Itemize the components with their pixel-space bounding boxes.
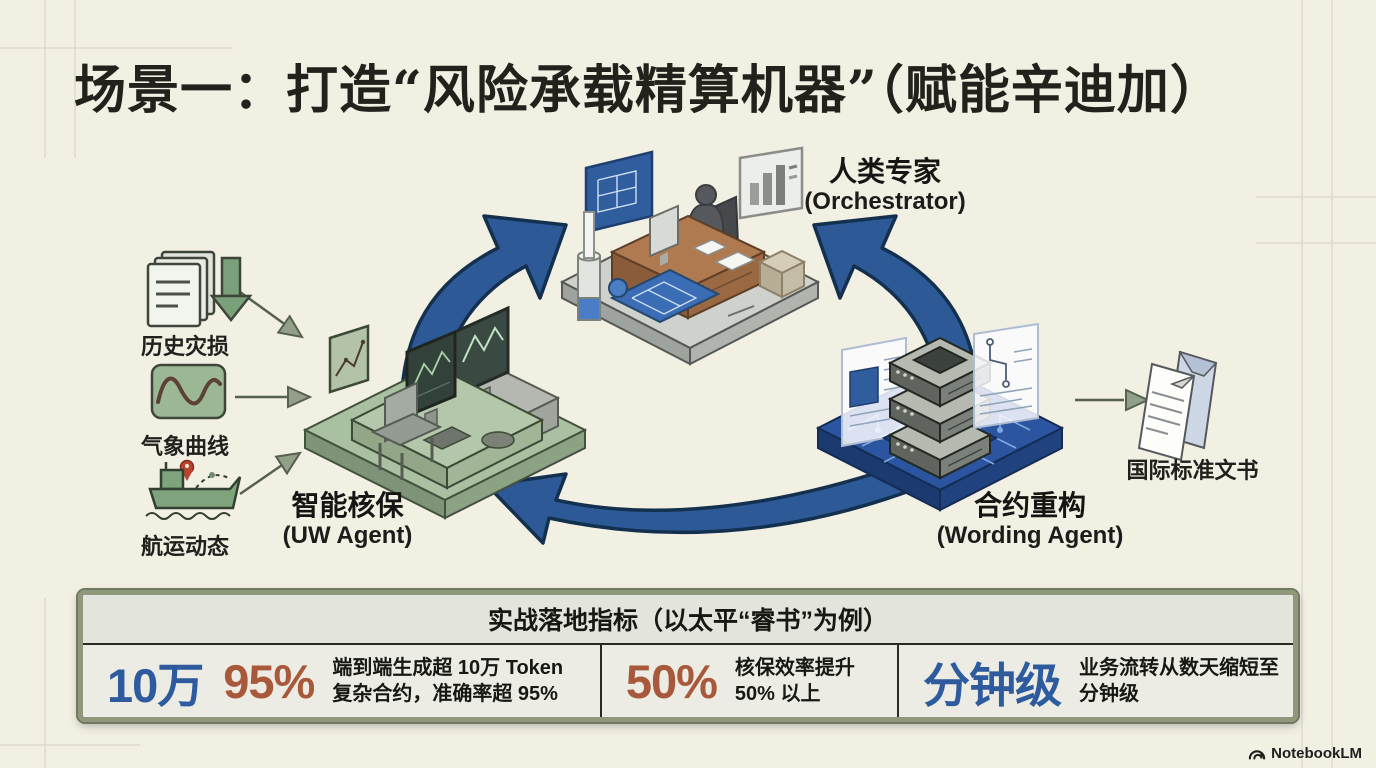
keyboard-icon: [422, 426, 472, 450]
metric-desc-efficiency-line2: 50% 以上: [734, 683, 821, 705]
workflow-panel-icon: [973, 322, 1039, 430]
uw-agent-label-cn: 智能核保: [291, 490, 404, 521]
arrow-wording-to-uw: [485, 462, 914, 545]
metric-value-95pct: 95%: [223, 654, 315, 708]
output-label-standard-documents: 国际标准文书: [1126, 458, 1259, 483]
orchestrator-label-en: (Orchestrator): [804, 188, 966, 216]
paper: [692, 239, 728, 256]
uw-agent-illustration: [302, 305, 588, 520]
orchestrator-illustration: [559, 146, 821, 366]
wording-agent-illustration: [815, 322, 1065, 512]
metric-desc-efficiency-line1: 核保效率提升: [734, 656, 855, 679]
metric-desc-efficiency: 核保效率提升 50% 以上: [735, 655, 855, 708]
paper: [714, 251, 756, 271]
metric-desc-token-line2: 复杂合约，准确率超 95%: [332, 683, 558, 705]
blueprint-scroll-icon: [608, 268, 721, 324]
wording-agent-label: 合约重构 (Wording Agent): [930, 490, 1130, 550]
metric-desc-turnaround-line1: 业务流转从数天缩短至: [1079, 656, 1279, 679]
metric-cell-token: 10万 95% 端到端生成超 10万 Token 复杂合约，准确率超 95%: [83, 645, 600, 717]
input-arrowhead: [276, 314, 304, 339]
output-arrowhead: [1125, 388, 1151, 412]
metric-desc-token-line1: 端到端生成超 10万 Token: [332, 656, 564, 679]
shipping-route-icon: [145, 459, 242, 520]
documents-download-icon: [146, 250, 253, 328]
notebooklm-watermark: NotebookLM: [1248, 745, 1362, 762]
metrics-table: 实战落地指标（以太平“睿书”为例） 10万 95% 端到端生成超 10万 Tok…: [76, 588, 1300, 724]
bar-chart-screen-icon: [738, 146, 804, 220]
metric-value-100k: 10万: [107, 658, 204, 712]
metric-desc-token: 端到端生成超 10万 Token 复杂合约，准确率超 95%: [332, 655, 563, 708]
pen: [727, 305, 755, 317]
uw-agent-label-en: (UW Agent): [282, 522, 413, 550]
uw-agent-label: 智能核保 (UW Agent): [255, 490, 440, 550]
standard-documents-icon: [1137, 350, 1218, 462]
notebooklm-logo-icon: [1248, 749, 1266, 760]
notebooklm-watermark-text: NotebookLM: [1271, 745, 1362, 762]
metric-cell-efficiency: 50% 核保效率提升 50% 以上: [599, 645, 897, 717]
weather-curve-icon: [150, 363, 227, 420]
metric-desc-turnaround-line2: 分钟级: [1079, 683, 1139, 705]
blueprint-screen-icon: [584, 150, 654, 234]
metric-cell-turnaround: 分钟级 业务流转从数天缩短至 分钟级: [897, 645, 1293, 717]
orchestrator-label-cn: 人类专家: [828, 156, 941, 187]
input-arrowhead: [274, 451, 303, 476]
beaker-icon: [577, 211, 601, 321]
chip-document-panel-icon: [841, 336, 907, 448]
wording-agent-label-cn: 合约重构: [973, 490, 1086, 521]
orchestrator-label: 人类专家 (Orchestrator): [790, 156, 980, 216]
metric-value-minutes: 分钟级: [923, 658, 1062, 712]
input-label-historical-losses: 历史灾损: [140, 334, 229, 359]
crate-icon: [757, 249, 807, 299]
input-label-shipping-dynamics: 航运动态: [140, 534, 229, 559]
desk-monitor-icon: [649, 204, 679, 266]
input-label-weather-curve: 气象曲线: [140, 434, 229, 459]
wording-agent-label-en: (Wording Agent): [936, 522, 1124, 550]
metric-value-50pct: 50%: [625, 654, 718, 708]
input-arrowhead: [287, 385, 313, 409]
metrics-table-body: 10万 95% 端到端生成超 10万 Token 复杂合约，准确率超 95% 5…: [83, 645, 1293, 717]
analytics-panel-icon: [328, 324, 370, 394]
metric-desc-turnaround: 业务流转从数天缩短至 分钟级: [1079, 655, 1279, 708]
mousepad-icon: [481, 431, 515, 449]
uw-chair: [370, 381, 443, 480]
metrics-table-header: 实战落地指标（以太平“睿书”为例）: [83, 595, 1293, 645]
server-stack-icon: [881, 336, 999, 480]
page-title: 场景一：打造“风险承载精算机器”（赋能辛迪加）: [74, 60, 1223, 121]
